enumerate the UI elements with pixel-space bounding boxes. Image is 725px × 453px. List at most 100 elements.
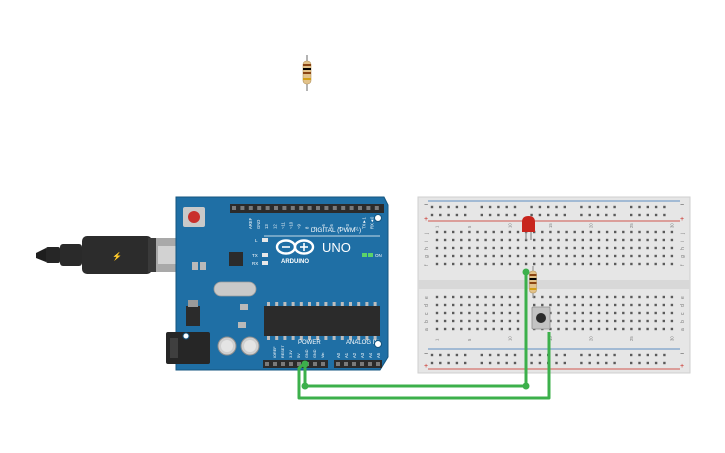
power-pin-label: Vin: [321, 353, 325, 358]
rail-minus-label: −: [680, 351, 684, 358]
wires[interactable]: [297, 268, 551, 400]
header-pin[interactable]: [265, 362, 269, 366]
header-pin[interactable]: [360, 362, 364, 366]
header-pin[interactable]: [341, 206, 346, 210]
digital-pin-label: 8: [305, 226, 310, 229]
header-pin[interactable]: [349, 206, 354, 210]
resistor-board[interactable]: [529, 266, 537, 298]
led-red[interactable]: [522, 216, 535, 240]
header-pin[interactable]: [358, 206, 362, 210]
header-pin[interactable]: [274, 206, 278, 210]
column-label: 20: [588, 336, 593, 341]
row-label: g: [680, 255, 686, 258]
header-pin[interactable]: [368, 362, 372, 366]
header-pin[interactable]: [332, 206, 337, 210]
digital-label: DIGITAL (PWM~): [311, 227, 361, 234]
usb-chip: [229, 252, 243, 266]
l-led-label: L: [255, 238, 258, 243]
row-label: j: [680, 233, 686, 235]
digital-pin-label: 13: [264, 224, 269, 229]
column-label: 25: [629, 336, 634, 341]
digital-pin-label: ~6: [321, 224, 326, 229]
header-pin[interactable]: [273, 362, 277, 366]
digital-pin-label: ~10: [289, 221, 294, 229]
column-label: 15: [548, 223, 553, 228]
wire-endpoint: [522, 268, 530, 276]
resistor-band: [529, 282, 537, 284]
rx-led: [262, 261, 268, 265]
header-pin[interactable]: [374, 206, 379, 210]
digital-header[interactable]: [230, 204, 384, 213]
row-label: c: [680, 312, 686, 315]
header-pin[interactable]: [232, 206, 236, 210]
analog-pin-label: A1: [344, 352, 349, 358]
usb-cable[interactable]: ⚡: [36, 236, 182, 274]
resistor-band: [529, 274, 537, 276]
atmega-chip: [264, 306, 380, 336]
resistor-band: [303, 72, 311, 74]
column-label: 30: [669, 223, 674, 228]
rail-plus-label: +: [680, 363, 684, 370]
header-pin[interactable]: [248, 206, 253, 210]
column-label: 20: [588, 223, 593, 228]
header-pin[interactable]: [290, 206, 295, 210]
header-pin[interactable]: [299, 206, 304, 210]
analog-header[interactable]: [334, 360, 382, 368]
analog-pin-label: A4: [368, 352, 373, 358]
column-label: 1: [435, 338, 440, 341]
power-pin-label: GND: [305, 349, 309, 358]
digital-pin-label: 7: [313, 226, 318, 229]
tx-led-label: TX: [252, 253, 258, 258]
header-pin[interactable]: [336, 362, 340, 366]
header-pin[interactable]: [352, 362, 356, 366]
wire-endpoint: [301, 360, 309, 368]
header-pin[interactable]: [240, 206, 245, 210]
wire-5v-to-resistor: [303, 272, 528, 388]
arduino-logo-icon: [275, 239, 315, 255]
digital-pin-label: TX►1: [361, 217, 366, 229]
power-pin-label: RESET: [281, 345, 285, 358]
header-pin[interactable]: [321, 362, 325, 366]
row-label: a: [424, 328, 430, 331]
header-pin[interactable]: [265, 206, 270, 210]
digital-pin-label: ~5: [329, 224, 334, 229]
row-label: d: [680, 304, 686, 307]
header-pin[interactable]: [281, 362, 285, 366]
row-label: i: [424, 241, 430, 242]
resistor-loose[interactable]: [302, 55, 312, 91]
row-label: h: [424, 247, 430, 250]
row-label: e: [680, 296, 686, 299]
tx-led: [262, 253, 268, 257]
header-pin[interactable]: [324, 206, 329, 210]
header-pin[interactable]: [307, 206, 312, 210]
digital-pin-label: AREF: [248, 217, 253, 229]
row-label: f: [680, 264, 686, 266]
power-header[interactable]: [263, 360, 328, 368]
reset-button[interactable]: [188, 211, 200, 223]
wire-endpoint: [301, 382, 309, 390]
header-pin[interactable]: [376, 362, 380, 366]
digital-pin-label: ~9: [297, 224, 302, 229]
header-pin[interactable]: [366, 206, 371, 210]
digital-pin-label: 4: [337, 226, 342, 229]
header-pin[interactable]: [313, 362, 317, 366]
board-model: UNO: [322, 240, 351, 255]
header-pin[interactable]: [297, 362, 301, 366]
row-label: h: [680, 247, 686, 250]
analog-pin-label: A0: [336, 352, 341, 358]
column-label: 5: [467, 338, 472, 341]
l-led: [262, 238, 268, 242]
rail-plus-label: +: [424, 363, 428, 370]
row-label: j: [424, 233, 430, 235]
resistor-band: [529, 278, 537, 280]
push-button[interactable]: [531, 306, 551, 330]
header-pin[interactable]: [289, 362, 293, 366]
header-pin[interactable]: [316, 206, 320, 210]
column-label: 10: [507, 336, 512, 341]
header-pin[interactable]: [257, 206, 262, 210]
header-pin[interactable]: [344, 362, 348, 366]
header-pin[interactable]: [282, 206, 287, 210]
